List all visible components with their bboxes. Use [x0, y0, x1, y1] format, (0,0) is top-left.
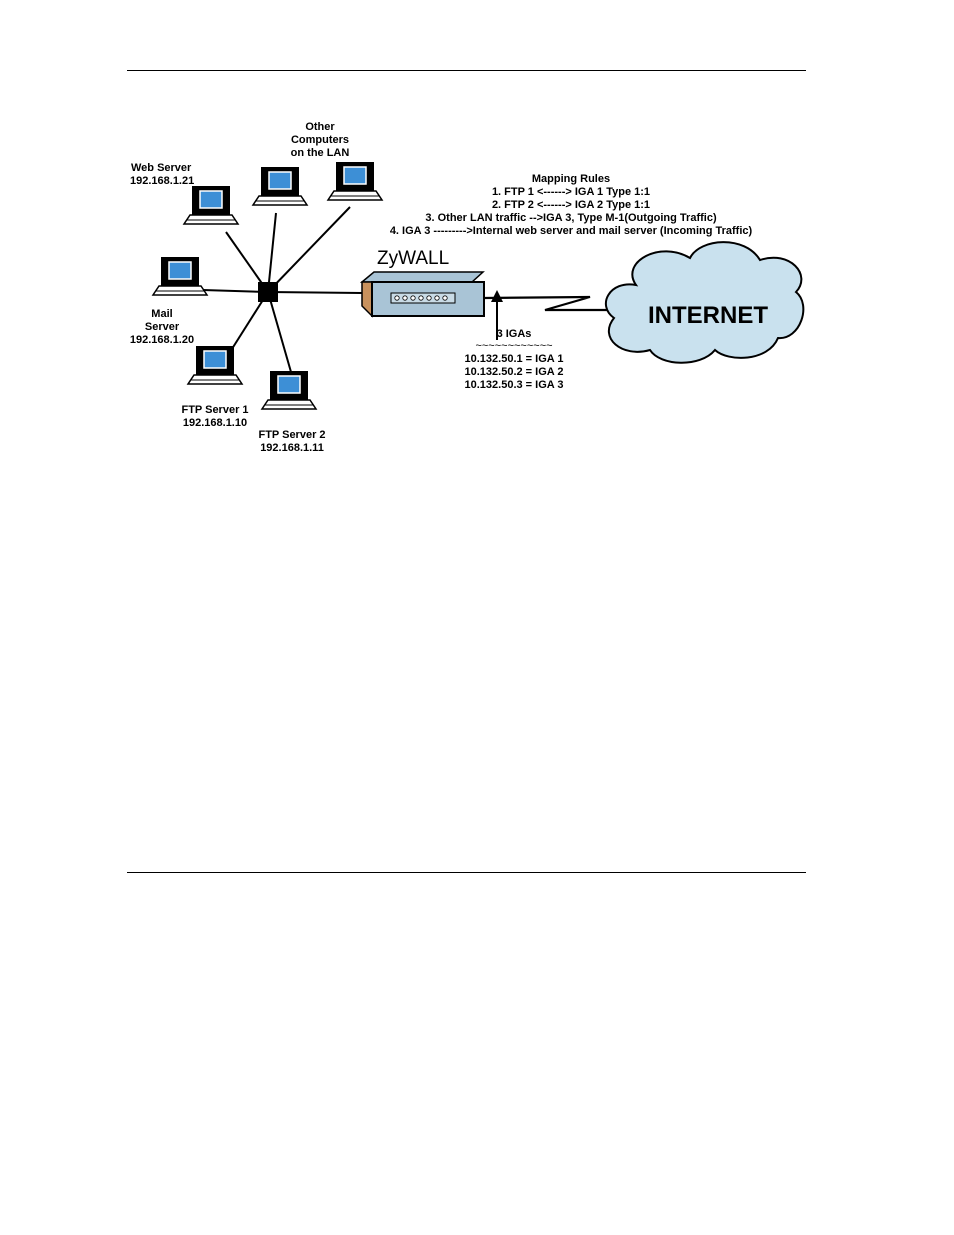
network-diagram: Web Server 192.168.1.21 Other Computers …	[130, 121, 805, 454]
igas-underline: ~~~~~~~~~~~~	[475, 340, 552, 352]
mapping-rule-3: 3. Other LAN traffic -->IGA 3, Type M-1(…	[425, 212, 717, 224]
iga-2: 10.132.50.2 = IGA 2	[465, 366, 564, 378]
ftp-server-2-label: FTP Server 2	[258, 429, 325, 441]
mapping-rule-2: 2. FTP 2 <------> IGA 2 Type 1:1	[492, 199, 650, 211]
zywall-label: ZyWALL	[377, 248, 449, 269]
other-computers-label-3: on the LAN	[291, 147, 350, 159]
other-computer-2-icon	[327, 161, 383, 201]
other-computer-1-icon	[252, 166, 308, 206]
web-server-ip: 192.168.1.21	[130, 175, 194, 187]
internet-label: INTERNET	[648, 302, 768, 329]
other-computers-label-2: Computers	[291, 134, 349, 146]
igas-title: 3 IGAs	[497, 328, 532, 340]
ftp-server-2-computer-icon	[261, 370, 317, 410]
mail-server-ip: 192.168.1.20	[130, 334, 194, 346]
zywall-device-icon	[359, 271, 485, 318]
footer-rule	[127, 872, 806, 873]
ftp-server-1-ip: 192.168.1.10	[183, 417, 247, 429]
mapping-rule-4: 4. IGA 3 --------->Internal web server a…	[390, 225, 753, 237]
mail-server-label-1: Mail	[151, 308, 172, 320]
ftp-server-1-label: FTP Server 1	[181, 404, 248, 416]
internet-cloud-icon	[604, 241, 805, 364]
mapping-rules-title: Mapping Rules	[532, 173, 610, 185]
iga-arrow-icon	[491, 290, 503, 302]
hub-switch	[258, 282, 278, 302]
web-server-label: Web Server	[131, 162, 192, 174]
ftp-server-2-ip: 192.168.1.11	[260, 442, 324, 454]
mail-server-computer-icon	[152, 256, 208, 296]
ftp-server-1-computer-icon	[187, 345, 243, 385]
header-rule	[127, 70, 806, 71]
wan-link	[483, 295, 620, 312]
other-computers-label-1: Other	[305, 121, 335, 133]
mapping-rule-1: 1. FTP 1 <------> IGA 1 Type 1:1	[492, 186, 650, 198]
mail-server-label-2: Server	[145, 321, 180, 333]
iga-1: 10.132.50.1 = IGA 1	[465, 353, 564, 365]
web-server-computer-icon	[183, 185, 239, 225]
iga-3: 10.132.50.3 = IGA 3	[465, 379, 564, 391]
